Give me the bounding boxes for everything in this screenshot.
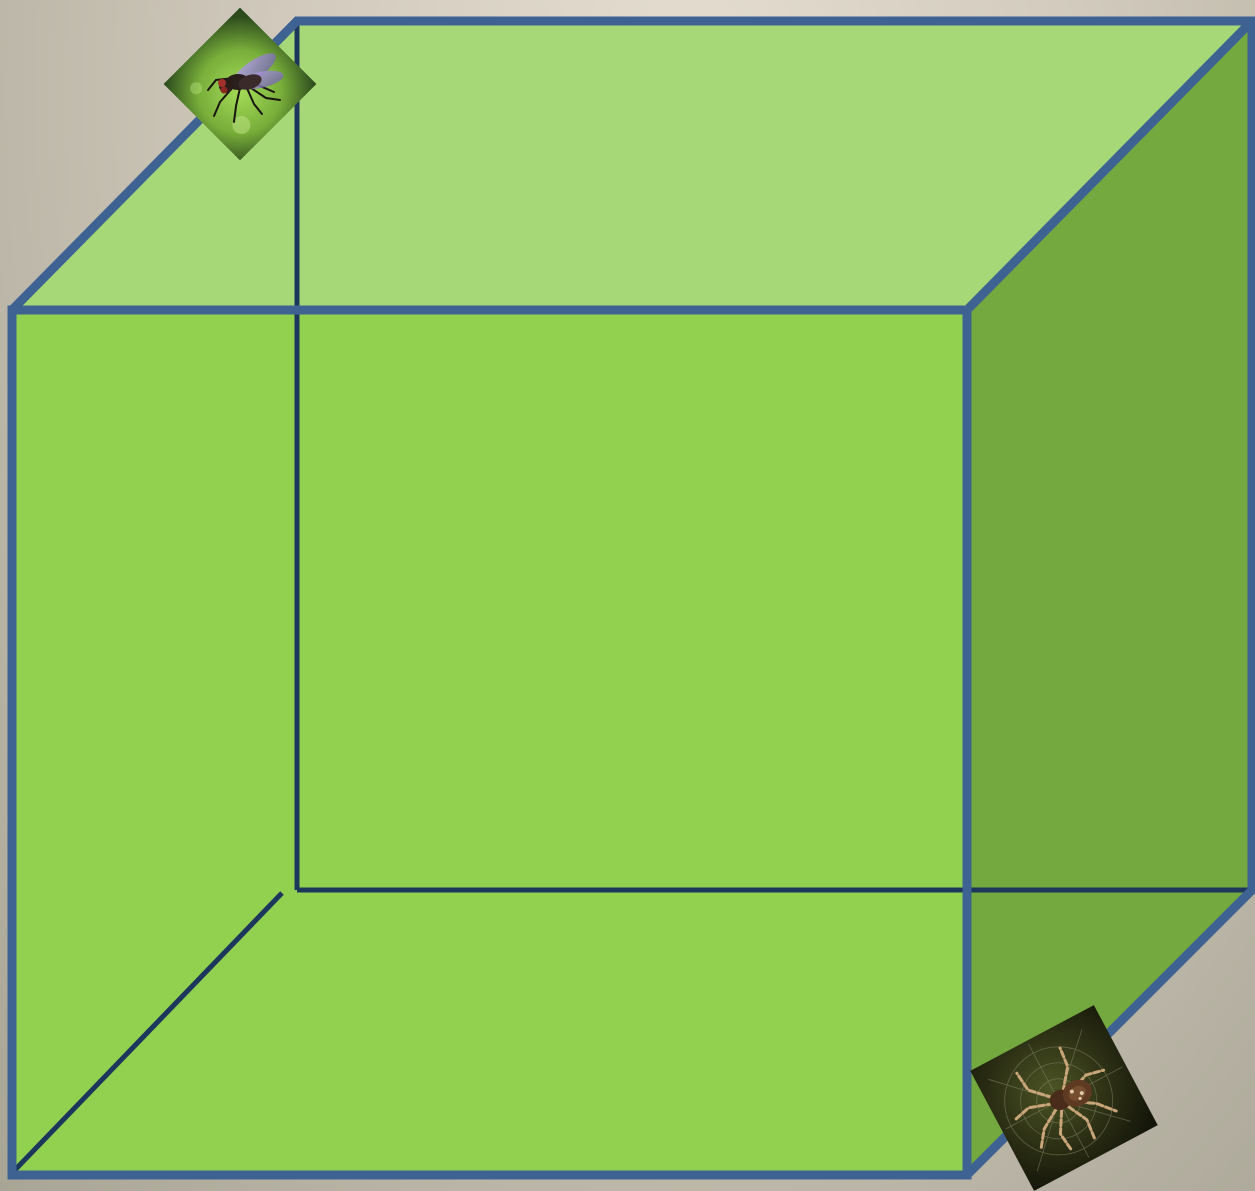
cube-front-face: [12, 310, 967, 1175]
